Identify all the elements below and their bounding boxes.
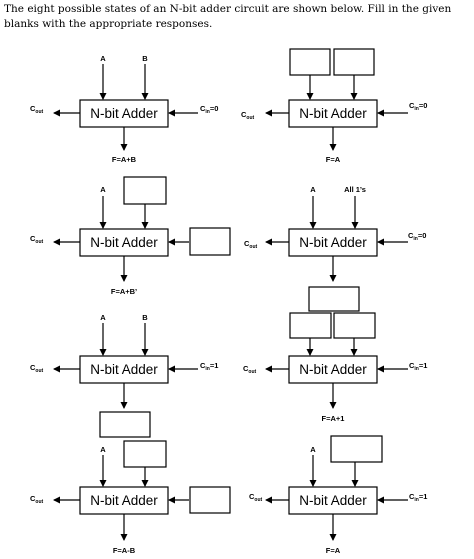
blank-result-5[interactable]	[99, 411, 151, 438]
blank-input-a-2[interactable]	[289, 48, 331, 76]
result-label-3: F=A+B’	[111, 287, 137, 296]
adder-label-7: N-bit Adder	[90, 493, 158, 508]
cin-label-8: Cin=1	[409, 492, 427, 503]
adder-state-4	[265, 196, 408, 312]
adder-state-8	[265, 435, 408, 541]
cin-label-4: Cin=0	[408, 231, 426, 242]
blank-input-b-3[interactable]	[123, 176, 167, 205]
input-a-label-5: A	[100, 313, 106, 322]
cout-label-3: Cout	[30, 234, 44, 245]
blank-input-b-2[interactable]	[333, 48, 375, 76]
input-a-label-1: A	[100, 54, 106, 63]
input-a-label-7: A	[100, 445, 106, 454]
adder-state-6	[265, 312, 408, 409]
cin-label-1: Cin=0	[200, 104, 218, 115]
cin-label-6: Cin=1	[409, 361, 427, 372]
input-a-label-8: A	[310, 445, 316, 454]
blank-cin-7[interactable]	[189, 486, 231, 514]
cin-label-5: Cin=1	[200, 361, 218, 372]
adder-label-3: N-bit Adder	[90, 235, 158, 250]
result-label-2: F=A	[326, 155, 341, 164]
cout-label-5: Cout	[30, 363, 44, 374]
cin-label-2: Cin=0	[409, 101, 427, 112]
adder-state-5	[53, 323, 198, 438]
instructions-text: The eight possible states of an N-bit ad…	[4, 3, 452, 30]
cout-label-8: Cout	[249, 492, 263, 503]
adder-state-2	[265, 48, 408, 151]
cout-label-6: Cout	[243, 364, 257, 375]
adder-label-1: N-bit Adder	[90, 106, 158, 121]
adder-label-6: N-bit Adder	[299, 362, 367, 377]
result-label-6: F=A+1	[322, 414, 345, 423]
blank-result-4[interactable]	[308, 286, 360, 312]
result-label-1: F=A+B	[112, 155, 137, 164]
adder-label-2: N-bit Adder	[299, 106, 367, 121]
adder-state-3	[53, 176, 231, 282]
blank-input-a-6[interactable]	[289, 312, 332, 339]
input-a-label-3: A	[100, 185, 106, 194]
input-a-label-4: A	[310, 185, 316, 194]
input-b-label-1: B	[142, 54, 148, 63]
adder-label-4: N-bit Adder	[299, 235, 367, 250]
adder-label-8: N-bit Adder	[299, 493, 367, 508]
input-b-label-4: All 1’s	[344, 185, 366, 194]
input-b-label-5: B	[142, 313, 148, 322]
result-label-8: F=A	[326, 546, 341, 555]
cout-label-4: Cout	[244, 239, 258, 250]
cout-label-7: Cout	[30, 494, 44, 505]
adder-state-1	[53, 64, 198, 151]
blank-input-b-6[interactable]	[333, 312, 376, 339]
cout-label-2: Cout	[241, 110, 255, 121]
blank-input-b-7[interactable]	[123, 440, 167, 468]
blank-input-b-8[interactable]	[330, 435, 383, 463]
result-label-7: F=A-B	[113, 546, 136, 555]
adder-label-5: N-bit Adder	[90, 362, 158, 377]
cout-label-1: Cout	[30, 104, 44, 115]
adder-state-7	[53, 440, 231, 541]
blank-cin-3[interactable]	[189, 227, 231, 256]
